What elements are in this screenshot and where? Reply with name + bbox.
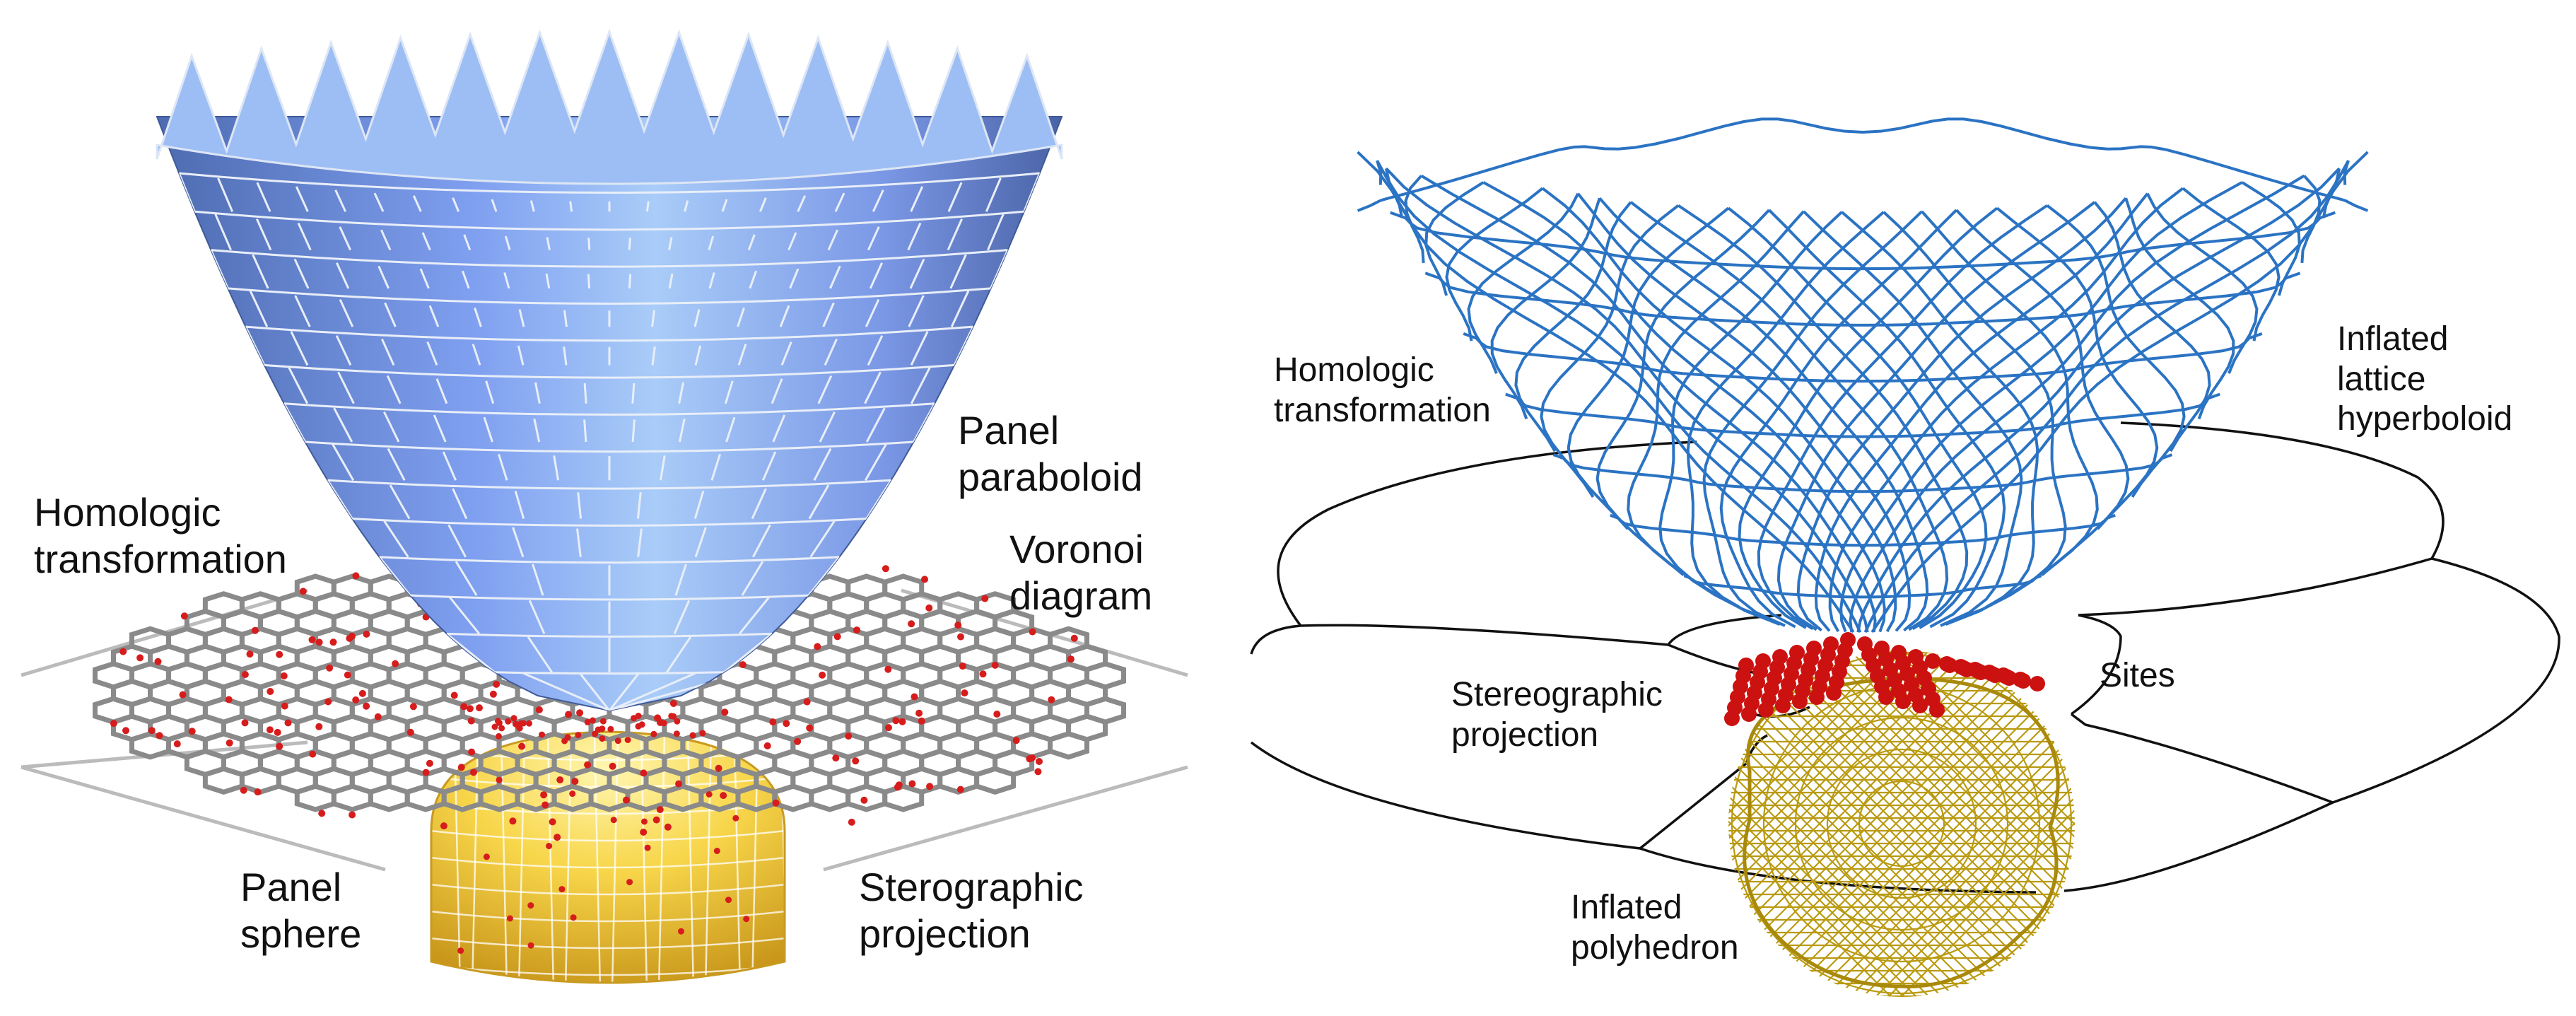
sites-right xyxy=(1724,632,2045,726)
left-panel xyxy=(21,28,1188,984)
label-homologic-right: Homologic transformation xyxy=(1274,351,1491,429)
label-inflated-lattice-hyperboloid: Inflated lattice hyperboloid xyxy=(2337,320,2513,438)
panel-paraboloid xyxy=(156,28,1063,712)
voronoi-diagram xyxy=(93,573,1126,812)
label-homologic-left: Homologic transformation xyxy=(34,490,287,582)
label-sites: Sites xyxy=(2100,657,2175,694)
cell-boundaries xyxy=(1250,421,2560,894)
right-panel xyxy=(1250,117,2560,997)
label-sterographic-projection: Sterographic projection xyxy=(859,865,1084,957)
label-panel-sphere: Panel sphere xyxy=(240,865,362,957)
inflated-lattice-hyperboloid xyxy=(1357,117,2369,633)
label-voronoi-diagram: Voronoi diagram xyxy=(1009,527,1153,619)
label-stereographic-projection: Stereographic projection xyxy=(1451,676,1663,754)
label-inflated-polyhedron: Inflated polyhedron xyxy=(1571,889,1739,967)
label-panel-paraboloid: Panel paraboloid xyxy=(958,408,1143,500)
